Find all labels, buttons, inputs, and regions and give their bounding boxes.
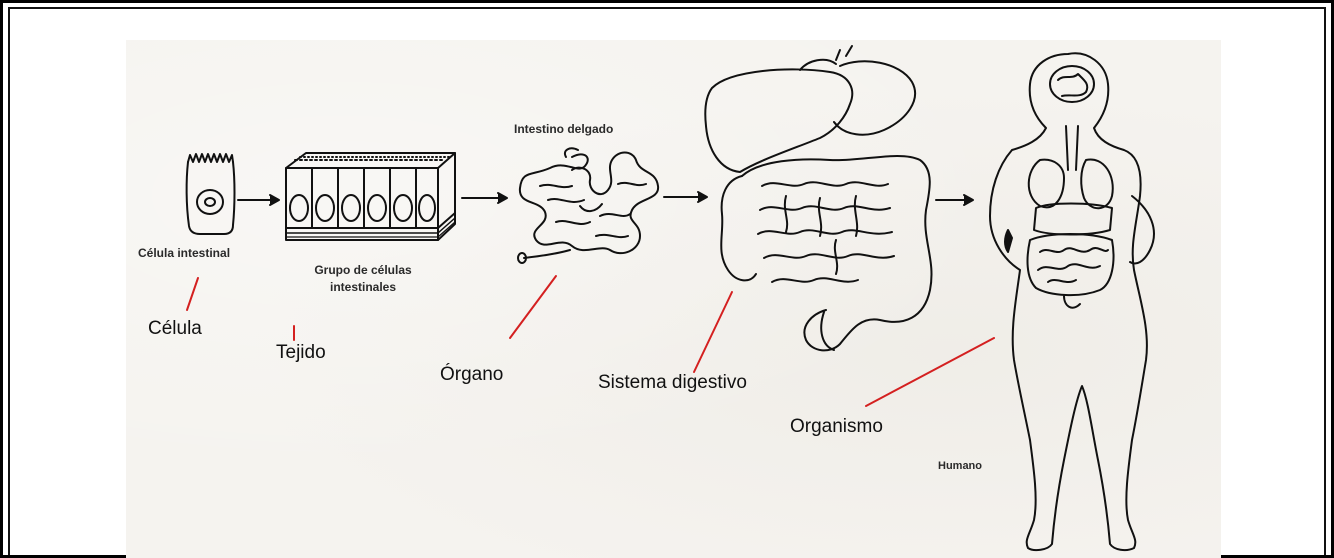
intestinal-cell-drawing	[187, 154, 235, 234]
level-tissue: Tejido	[276, 342, 326, 364]
intestinal-cell-group-label: Grupo de células intestinales	[313, 262, 413, 296]
human-label: Humano	[938, 460, 982, 472]
organo-pointer-line	[510, 276, 556, 338]
small-intestine-drawing	[518, 148, 658, 263]
digestive-system-drawing	[705, 46, 931, 350]
level-system: Sistema digestivo	[598, 372, 747, 394]
annotation-lines	[187, 276, 994, 406]
level-organism: Organismo	[790, 416, 883, 438]
human-organism-drawing	[990, 53, 1154, 550]
level-organ: Órgano	[440, 364, 503, 386]
small-intestine-label: Intestino delgado	[514, 122, 613, 136]
intestinal-cell-label: Célula intestinal	[138, 246, 230, 260]
organismo-pointer-line	[866, 338, 994, 406]
sistema-pointer-line	[694, 292, 732, 372]
tissue-drawing	[286, 153, 455, 240]
level-cell: Célula	[148, 318, 202, 340]
celula-pointer-line	[187, 278, 198, 310]
